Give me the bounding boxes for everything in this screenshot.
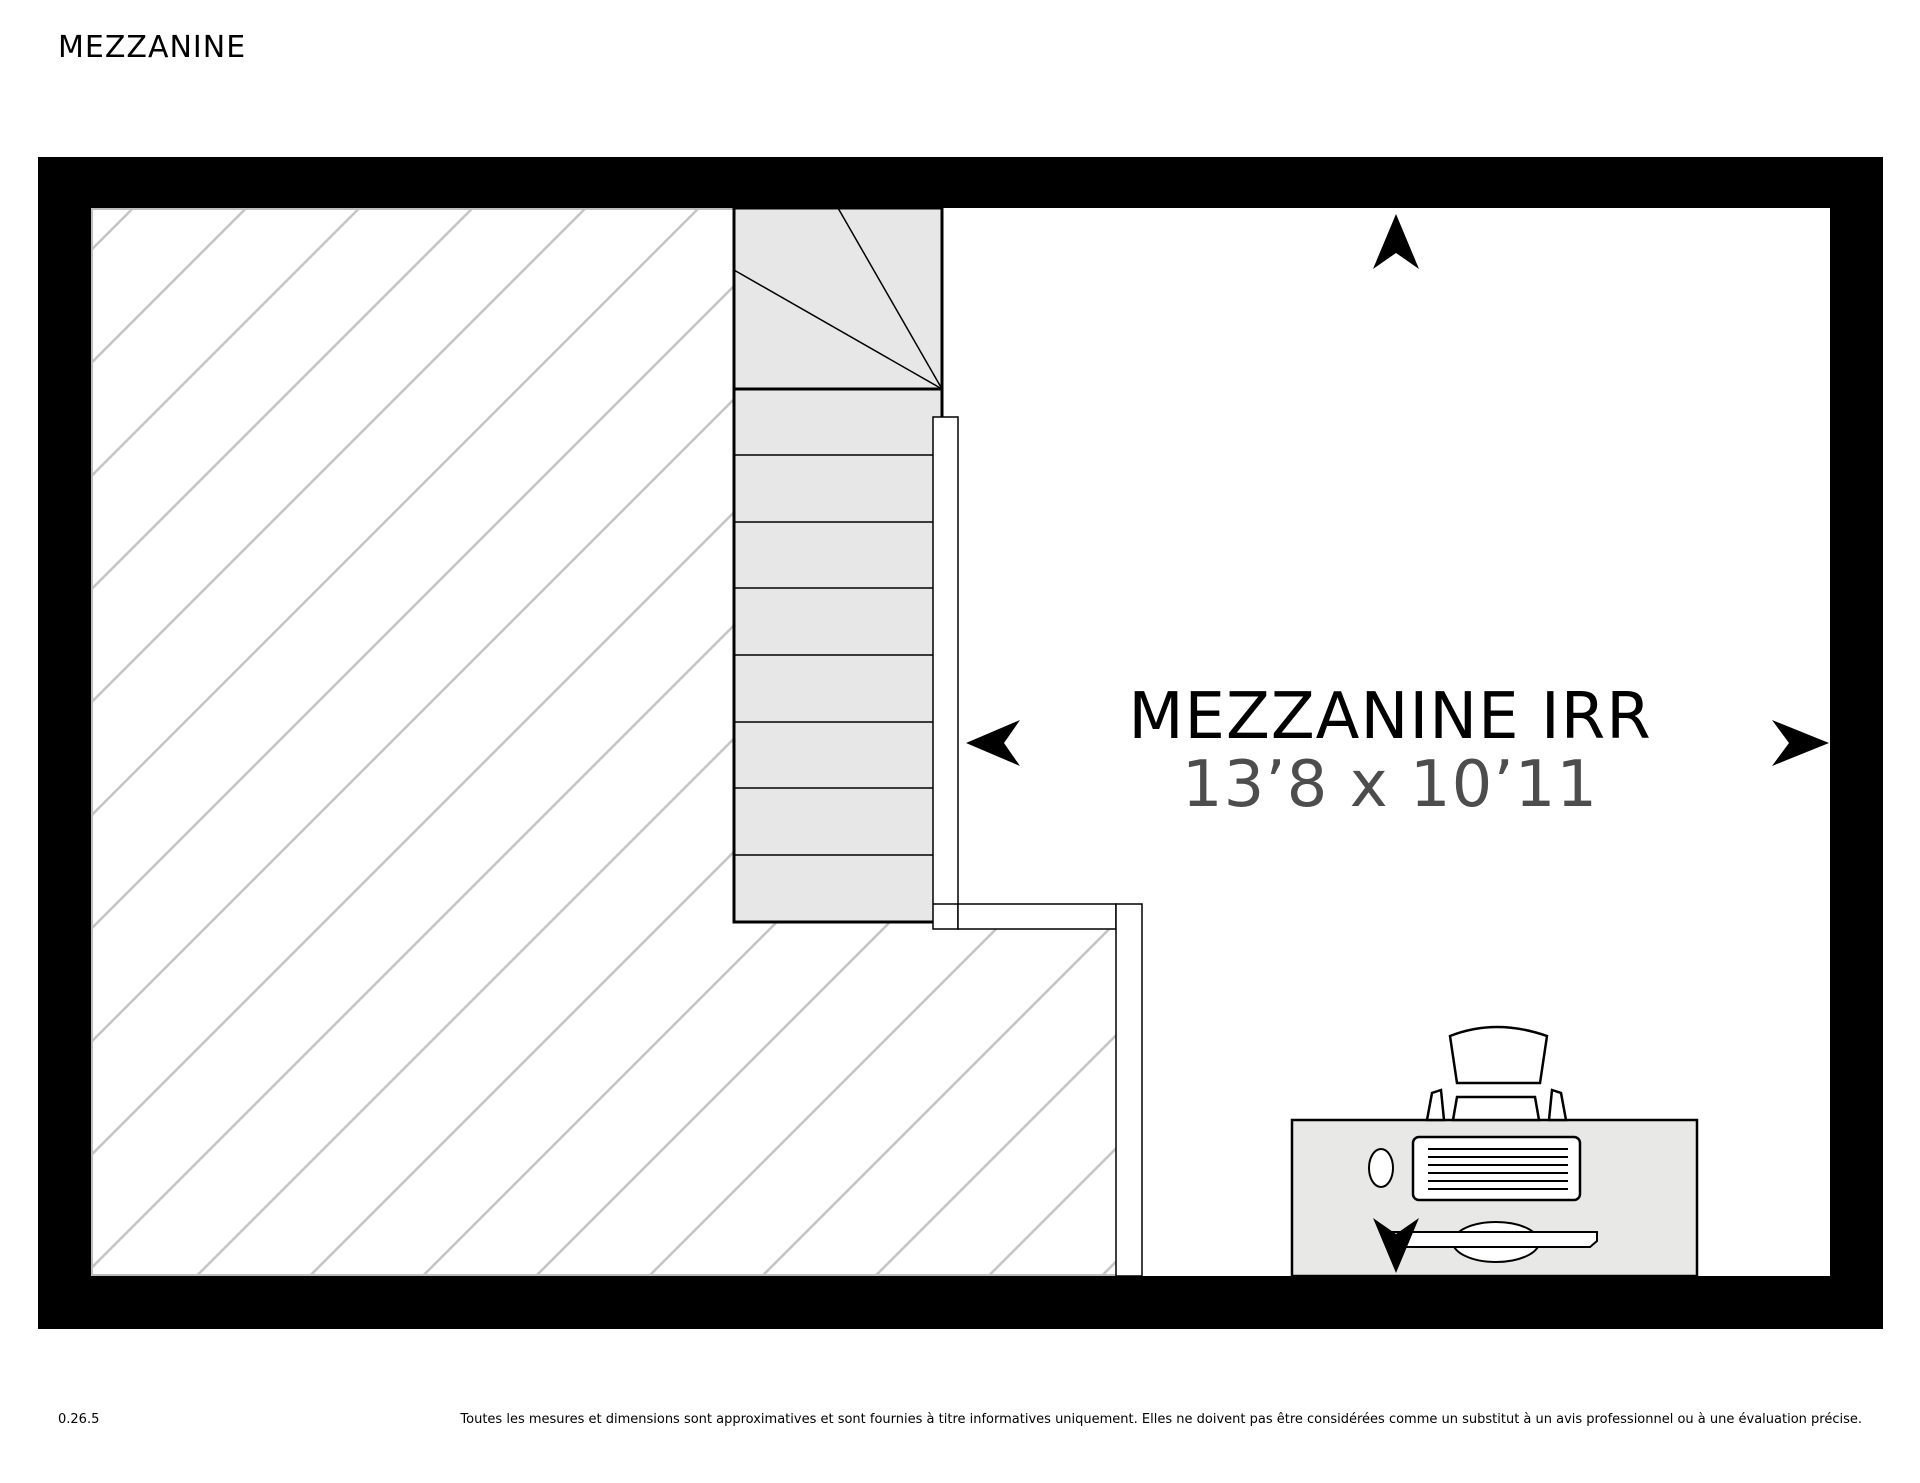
room-dimensions: 13’8 x 10’11 (1181, 748, 1599, 822)
arrow-left-icon (966, 720, 1020, 766)
disclaimer-text: Toutes les mesures et dimensions sont ap… (460, 1412, 1862, 1427)
page-title: MEZZANINE (58, 30, 247, 65)
version-label: 0.26.5 (58, 1412, 100, 1427)
railing (932, 416, 1143, 1277)
arrow-up-icon (1373, 214, 1419, 269)
chair-icon (1425, 1025, 1568, 1122)
desk-icon (1290, 1118, 1699, 1278)
arrow-right-icon (1772, 720, 1829, 766)
stairs-icon (732, 206, 944, 924)
room-name: MEZZANINE IRR (1128, 680, 1652, 754)
arrow-down-icon (1373, 1218, 1419, 1273)
